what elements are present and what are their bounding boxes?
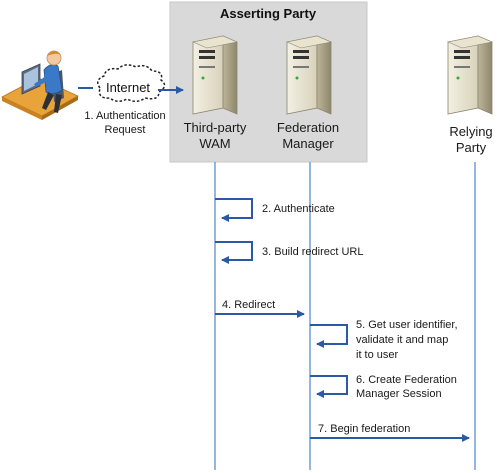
user-computer-icon xyxy=(1,50,79,120)
relying-party-label-line1: Relying xyxy=(449,124,492,139)
step-5-label-line2: validate it and map xyxy=(356,334,448,346)
wam-server-icon xyxy=(191,35,239,115)
step-5-label-line3: it to user xyxy=(356,349,399,361)
step-2-label: 2. Authenticate xyxy=(262,203,335,215)
step-5-arrow xyxy=(310,324,348,348)
step-7-label: 7. Begin federation xyxy=(318,423,410,435)
internet-cloud: Internet xyxy=(97,64,166,102)
wam-label-line1: Third-party xyxy=(184,120,247,135)
asserting-party-title: Asserting Party xyxy=(220,6,317,21)
federation-manager-label-line2: Manager xyxy=(282,136,334,151)
step-5-label-line1: 5. Get user identifier, xyxy=(356,319,458,331)
step-3-label: 3. Build redirect URL xyxy=(262,246,364,258)
auth-request-label-line2: Request xyxy=(105,124,146,136)
step-6-label-line1: 6. Create Federation xyxy=(356,374,457,386)
federation-manager-label-line1: Federation xyxy=(277,120,339,135)
relying-party-server-icon xyxy=(446,35,494,115)
internet-label: Internet xyxy=(106,80,150,95)
wam-label-line2: WAM xyxy=(199,136,230,151)
step-2-arrow xyxy=(215,198,253,222)
relying-party-label-line2: Party xyxy=(456,140,487,155)
federation-manager-server-icon xyxy=(285,35,333,115)
step-6-label-line2: Manager Session xyxy=(356,388,442,400)
step-4-label: 4. Redirect xyxy=(222,299,275,311)
step-6-arrow xyxy=(310,375,348,398)
step-3-arrow xyxy=(215,241,253,264)
auth-request-label-line1: 1. Authentication xyxy=(84,110,165,122)
